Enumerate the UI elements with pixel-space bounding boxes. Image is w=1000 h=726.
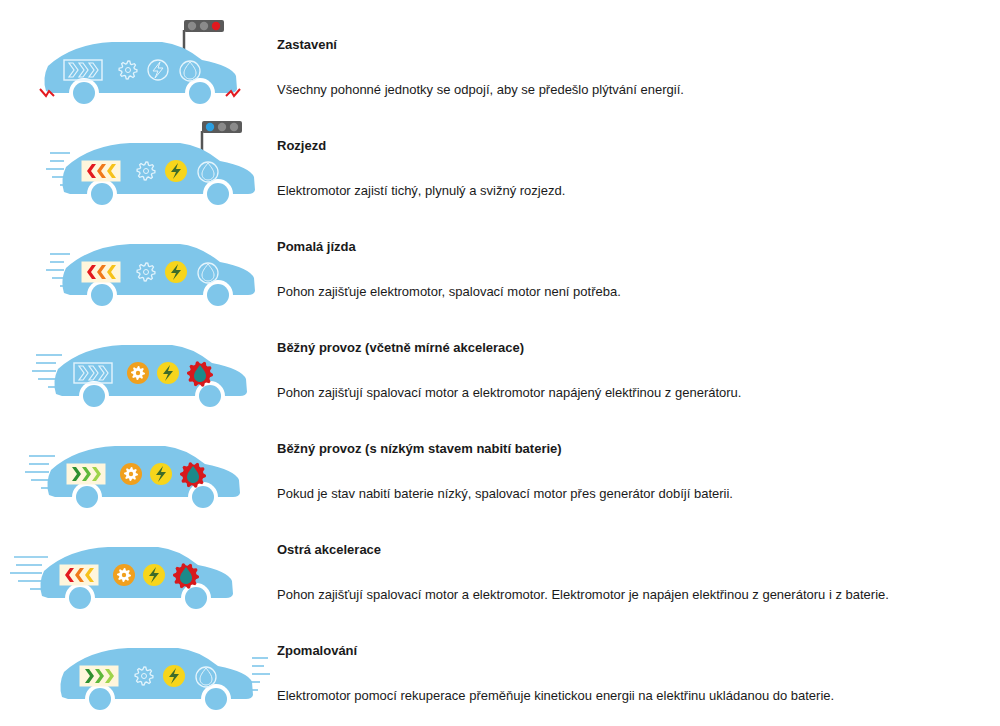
generator-icon [135,667,153,685]
engine-icon [180,462,206,488]
engine-icon [173,563,199,589]
speed-line [46,168,64,170]
mode-description: Pohon zajišťují spalovací motor a elektr… [277,587,992,603]
battery-icon [67,464,105,484]
brake-mark [226,89,240,96]
car-body [54,345,247,411]
motor-icon [165,261,187,283]
engine-icon [187,361,213,387]
traffic-light [202,121,242,133]
speed-line [18,580,42,582]
speed-line [52,176,64,178]
battery-icon [74,363,112,383]
generator-icon [137,263,155,281]
mode-description: Všechny pohonné jednotky se odpojí, aby … [277,82,992,98]
speed-line [46,269,64,271]
motor-icon [148,60,168,80]
generator-icon [137,162,155,180]
motor-icon [157,362,179,384]
mode-description: Elektromotor zajistí tichý, plynulý a sv… [277,183,992,199]
mode-heading: Pomalá jízda [277,239,992,255]
traffic-lamp [188,22,196,30]
speed-line [29,455,55,457]
traffic-lamp [206,123,214,131]
speed-line [14,556,48,558]
mode-description: Pohon zajišťuje elektromotor, spalovací … [277,284,992,300]
battery-icon [82,161,120,181]
speed-line [252,665,264,667]
mode-heading: Zastavení [277,37,992,53]
motor-icon [163,665,185,687]
motor-icon [150,463,172,485]
speed-line [38,378,56,380]
speed-line [16,564,42,566]
speed-line [29,463,49,465]
engine-icon [198,263,218,283]
speed-line [25,471,49,473]
speed-line [50,253,70,255]
traffic-light-pole [183,30,186,50]
mode-description: Pokud je stav nabití baterie nízký, spal… [277,486,992,502]
engine-icon [180,61,200,81]
brake-mark [40,89,54,96]
hybrid-car [32,345,247,411]
motor-icon [165,160,187,182]
car-body [44,42,237,108]
mode-description: Elektromotor pomocí rekuperace přeměňuje… [277,688,992,704]
speed-line [50,152,70,154]
speed-line [36,362,56,364]
speed-line [50,160,64,162]
engine-icon [198,162,218,182]
speed-line [10,572,42,574]
battery-icon [64,60,102,80]
traffic-lamp [230,123,238,131]
hybrid-car [46,121,255,209]
traffic-lamp [212,22,220,30]
traffic-lamp [200,22,208,30]
speed-line [31,479,49,481]
mode-description: Pohon zajišťují spalovací motor a elektr… [277,385,992,401]
car-body [40,547,233,613]
car-body [47,446,240,512]
mode-heading: Ostrá akcelerace [277,542,992,558]
traffic-lamp [218,123,226,131]
hybrid-car [10,547,233,613]
motor-icon [143,564,165,586]
mode-heading: Běžný provoz (s nízkým stavem nabití bat… [277,441,992,457]
car-body [60,648,253,714]
speed-line [32,370,56,372]
generator-icon [120,463,142,485]
hybrid-car [40,20,240,108]
battery-icon [80,666,118,686]
hybrid-car [46,244,255,310]
hybrid-car [60,648,270,714]
traffic-light-pole [201,131,204,151]
battery-icon [82,262,120,282]
car-body [62,244,255,310]
generator-icon [127,362,149,384]
battery-icon [60,565,98,585]
car-body [62,143,255,209]
speed-line [50,261,64,263]
speed-line [52,277,64,279]
generator-icon [119,61,137,79]
mode-heading: Zpomalování [277,643,992,659]
generator-icon [113,564,135,586]
mode-heading: Běžný provoz (včetně mírné akcelerace) [277,340,992,356]
traffic-light [184,20,224,32]
mode-heading: Rozjezd [277,138,992,154]
speed-line [36,354,62,356]
speed-line [252,673,270,675]
hybrid-car [25,446,240,512]
engine-icon [196,667,216,687]
speed-line [252,657,268,659]
